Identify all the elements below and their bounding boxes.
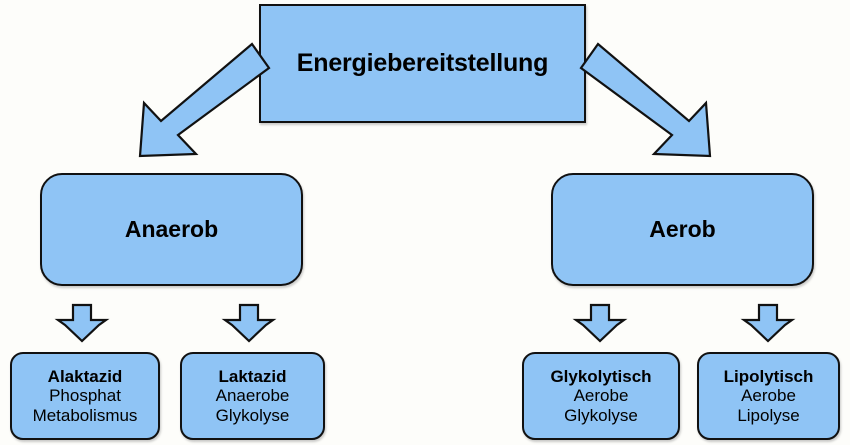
node-title: Anaerob bbox=[124, 216, 219, 242]
node-title: Laktazid bbox=[218, 367, 287, 387]
node-title: Lipolytisch bbox=[723, 367, 814, 387]
node-laktazid[interactable]: Laktazid Anaerobe Glykolyse bbox=[180, 352, 325, 440]
node-aerob[interactable]: Aerob bbox=[551, 173, 814, 286]
node-alaktazid[interactable]: Alaktazid Phosphat Metabolismus bbox=[10, 352, 160, 440]
block-arrow-down-icon bbox=[221, 303, 277, 343]
node-glykolytisch[interactable]: Glykolytisch Aerobe Glykolyse bbox=[522, 352, 680, 440]
node-title: Alaktazid bbox=[47, 367, 123, 387]
node-line-2: Lipolyse bbox=[737, 405, 800, 425]
node-title: Glykolytisch bbox=[550, 367, 652, 387]
block-arrow-down-icon bbox=[572, 303, 628, 343]
node-lipolytisch[interactable]: Lipolytisch Aerobe Lipolyse bbox=[697, 352, 840, 440]
node-title: Energiebereitstellung bbox=[296, 49, 549, 77]
node-line-1: Phosphat bbox=[49, 386, 121, 406]
block-arrow-down-right-icon bbox=[579, 42, 712, 158]
block-arrow-down-icon bbox=[740, 303, 796, 343]
block-arrow-down-left-icon bbox=[138, 42, 271, 158]
node-line-2: Glykolyse bbox=[564, 405, 638, 425]
node-line-2: Glykolyse bbox=[215, 405, 290, 425]
block-arrow-down-icon bbox=[54, 303, 110, 343]
node-line-2: Metabolismus bbox=[32, 405, 138, 425]
node-line-1: Aerobe bbox=[741, 386, 796, 406]
node-energiebereitstellung[interactable]: Energiebereitstellung bbox=[259, 4, 586, 123]
node-line-1: Anaerobe bbox=[215, 386, 290, 406]
node-anaerob[interactable]: Anaerob bbox=[40, 173, 303, 286]
node-title: Aerob bbox=[649, 216, 716, 242]
node-line-1: Aerobe bbox=[573, 386, 629, 406]
